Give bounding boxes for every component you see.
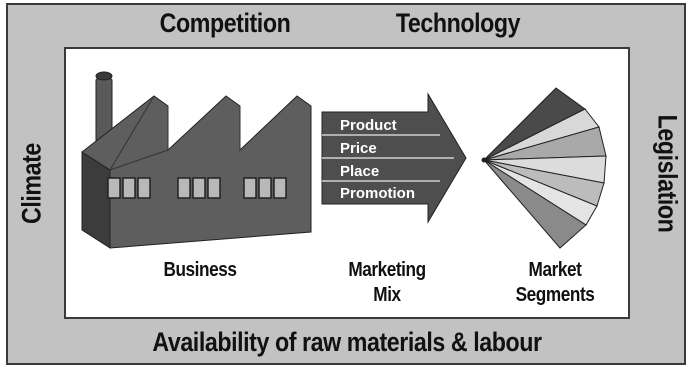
segments-label-line2: Segments [515, 284, 595, 306]
factor-technology: Technology [395, 8, 521, 38]
segments-label-line1: Market [528, 259, 582, 281]
marketing-mix-arrow: Product Price Place Promotion [321, 92, 467, 224]
factory-icon [81, 71, 312, 249]
mix-item-promotion: Promotion [340, 185, 415, 202]
mix-item-place: Place [340, 163, 379, 180]
mix-item-product: Product [340, 117, 397, 134]
factor-competition: Competition [159, 8, 291, 38]
business-label: Business [163, 259, 237, 281]
marketing-mix-label-line1: Marketing [348, 259, 426, 281]
mix-item-price: Price [340, 140, 377, 157]
market-segments-fan [481, 87, 607, 249]
marketing-mix-label-line2: Mix [373, 284, 401, 306]
factor-raw-materials: Availability of raw materials & labour [152, 327, 542, 357]
